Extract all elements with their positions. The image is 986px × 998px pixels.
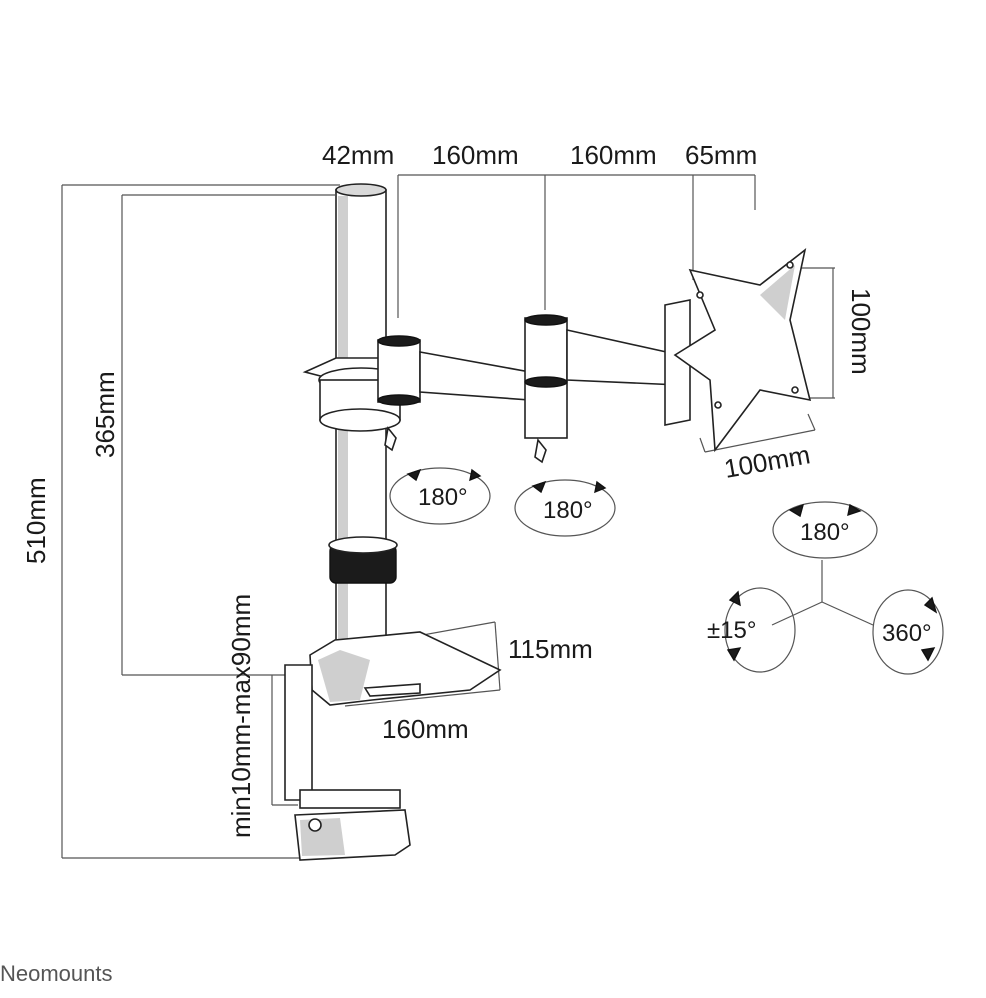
pole <box>302 183 404 661</box>
label-base-depth: 160mm <box>382 714 469 744</box>
brand-logo-text: Neomounts <box>0 961 113 986</box>
label-pole-width: 42mm <box>322 140 394 170</box>
label-tilt-head: 65mm <box>685 140 757 170</box>
label-pitch-angle: ±15° <box>707 617 756 644</box>
desk-clamp <box>284 664 411 861</box>
label-arm-segment-2: 160mm <box>570 140 657 170</box>
label-base-width: 115mm <box>508 634 593 664</box>
label-arm-segment-1: 160mm <box>432 140 519 170</box>
label-tilt-angle: 180° <box>800 519 850 546</box>
vesa-plate <box>664 248 812 453</box>
label-joint-2-angle: 180° <box>543 497 593 524</box>
arm-joint-1 <box>377 335 531 452</box>
desk-base <box>309 631 502 706</box>
dimension-lines <box>61 174 835 859</box>
label-clamp-range: min10mm-max90mm <box>226 594 256 838</box>
rotation-indicators <box>389 467 944 675</box>
arm-joint-2 <box>524 314 681 464</box>
label-joint-1-angle: 180° <box>418 484 468 511</box>
label-total-height: 510mm <box>21 477 51 564</box>
label-vesa-vertical: 100mm <box>846 288 876 375</box>
label-rotation-angle: 360° <box>882 620 932 647</box>
label-arm-height: 365mm <box>90 371 120 458</box>
